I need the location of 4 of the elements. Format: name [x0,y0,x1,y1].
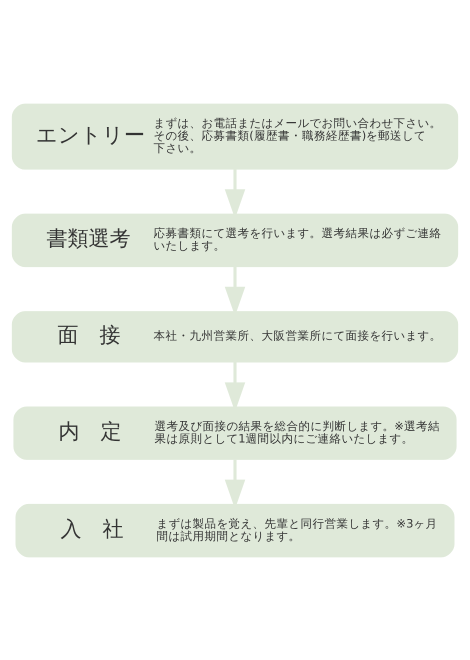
node-box: 内 定 選考及び面接の結果を総合的に判断します。※選考結果は原則として1週間以内にご連絡いたします。 [13,406,457,460]
node-box: 入 社 まずは製品を覚え、先輩と同行営業します。※3ヶ月間は試用期間となります。 [16,503,454,557]
node-box: 面 接 本社・九州営業所、大阪営業所にて面接を行います。 [12,310,458,362]
node-box: 書類選考 応募書類にて選考を行います。選考結果は必ずご連絡いたします。 [12,213,458,267]
